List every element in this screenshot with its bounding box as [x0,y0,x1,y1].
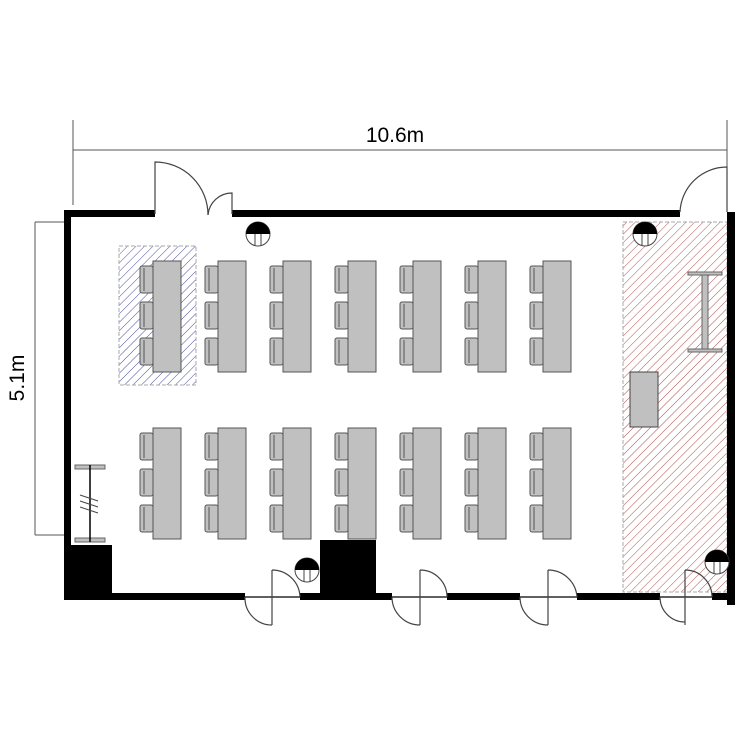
chair[interactable] [269,337,284,366]
chair[interactable] [464,301,479,330]
table-group[interactable] [139,427,182,540]
chair[interactable] [269,504,284,533]
outlet-icon [294,557,320,583]
chair[interactable] [139,301,154,330]
pillar-center [320,540,376,598]
table-group[interactable] [399,427,442,540]
chair[interactable] [399,468,414,497]
chair[interactable] [269,432,284,461]
chair[interactable] [139,468,154,497]
chair[interactable] [464,265,479,294]
chair[interactable] [334,432,349,461]
table [217,427,247,540]
table [152,427,182,540]
chair[interactable] [269,265,284,294]
table-group[interactable] [269,260,312,373]
door-bottom-3[interactable] [519,569,578,626]
door-bottom-1[interactable] [244,569,301,626]
door-top-right[interactable] [679,166,728,213]
door-bottom-4[interactable] [659,569,713,625]
seating-layout [139,260,572,540]
outlet-icon [704,549,730,575]
table-group[interactable] [269,427,312,540]
chair[interactable] [204,337,219,366]
chair[interactable] [529,301,544,330]
chair[interactable] [464,432,479,461]
table [412,427,442,540]
chair[interactable] [529,265,544,294]
chair[interactable] [399,265,414,294]
table-group[interactable] [204,260,247,373]
chair[interactable] [464,337,479,366]
chair[interactable] [204,432,219,461]
door-bottom-2[interactable] [391,569,448,626]
table [412,260,442,373]
table-group[interactable] [204,427,247,540]
table-group[interactable] [399,260,442,373]
chair[interactable] [139,504,154,533]
chair[interactable] [139,265,154,294]
chair[interactable] [334,265,349,294]
table-group[interactable] [464,427,507,540]
chair[interactable] [204,301,219,330]
table [347,427,377,540]
chair[interactable] [334,301,349,330]
table [542,427,572,540]
table [347,260,377,373]
chair[interactable] [334,337,349,366]
chair[interactable] [529,432,544,461]
chair[interactable] [139,337,154,366]
chair[interactable] [464,468,479,497]
table [152,260,182,373]
chair[interactable] [269,301,284,330]
chair[interactable] [334,468,349,497]
walls [64,210,735,605]
chair[interactable] [529,468,544,497]
table-group[interactable] [529,260,572,373]
outlet-icon [245,221,271,247]
table [282,427,312,540]
chair[interactable] [399,337,414,366]
table-group[interactable] [139,260,182,373]
chair[interactable] [204,265,219,294]
door-top-left[interactable] [154,161,233,216]
table-group[interactable] [334,427,377,540]
whiteboard-stand [74,464,106,543]
chair[interactable] [529,337,544,366]
outlet-icon [632,221,658,247]
podium [629,371,659,428]
width-label: 10.6m [366,124,424,147]
chair[interactable] [204,504,219,533]
table [477,260,507,373]
chair[interactable] [464,504,479,533]
screen-stand [687,271,723,353]
table-group[interactable] [334,260,377,373]
pillar-left [64,545,112,600]
table [542,260,572,373]
chair[interactable] [269,468,284,497]
chair[interactable] [399,301,414,330]
height-dimension [34,221,65,536]
table [217,260,247,373]
table [477,427,507,540]
chair[interactable] [334,504,349,533]
table-group[interactable] [464,260,507,373]
chair[interactable] [204,468,219,497]
chair[interactable] [529,504,544,533]
table [282,260,312,373]
chair[interactable] [399,432,414,461]
height-label: 5.1m [6,355,29,402]
chair[interactable] [139,432,154,461]
table-group[interactable] [529,427,572,540]
chair[interactable] [399,504,414,533]
